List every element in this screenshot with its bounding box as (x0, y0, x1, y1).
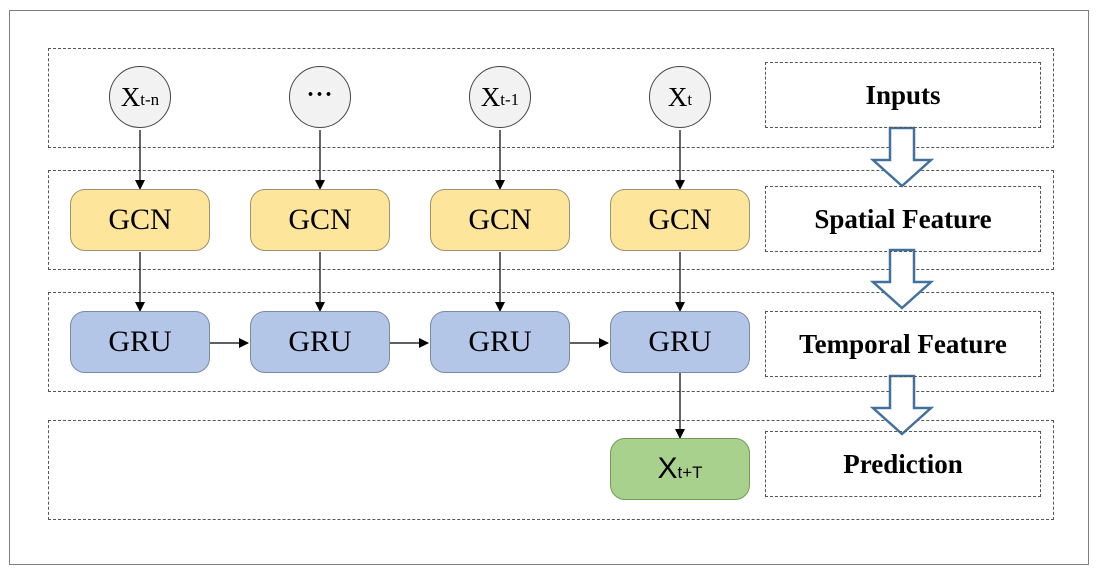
band-inputs (48, 48, 1054, 148)
gru-node-1: GRU (70, 311, 210, 373)
gcn-node-4: GCN (610, 189, 750, 251)
stage-label-prediction: Prediction (765, 431, 1041, 497)
input-node-base: X (120, 81, 141, 112)
ellipsis-text: ··· (306, 81, 334, 108)
input-node-sub: t-1 (500, 90, 520, 109)
stage-arrow-3 (869, 374, 935, 436)
input-node-sub: t-n (140, 90, 160, 109)
input-node-base: X (480, 81, 501, 112)
gru-node-2: GRU (250, 311, 390, 373)
prediction-base: X (657, 452, 678, 485)
input-node-base: X (667, 81, 688, 112)
gcn-node-3: GCN (430, 189, 570, 251)
stage-arrow-2 (869, 248, 935, 310)
input-node-ellipsis: ··· (289, 66, 351, 128)
vertical-arrows (135, 130, 685, 439)
gru-node-4: GRU (610, 311, 750, 373)
gcn-node-2: GCN (250, 189, 390, 251)
diagram-frame (9, 10, 1089, 565)
band-spatial (48, 170, 1054, 270)
band-temporal (48, 292, 1054, 392)
gru-node-3: GRU (430, 311, 570, 373)
stage-label-inputs: Inputs (765, 62, 1041, 128)
prediction-sub: t+T (677, 463, 703, 482)
stage-arrows (869, 126, 935, 436)
band-prediction (48, 420, 1054, 520)
input-node-sub: t (687, 90, 693, 109)
stage-arrow-1 (869, 126, 935, 188)
stage-label-spatial: Spatial Feature (765, 186, 1041, 252)
stage-label-temporal: Temporal Feature (765, 311, 1041, 377)
gcn-node-1: GCN (70, 189, 210, 251)
